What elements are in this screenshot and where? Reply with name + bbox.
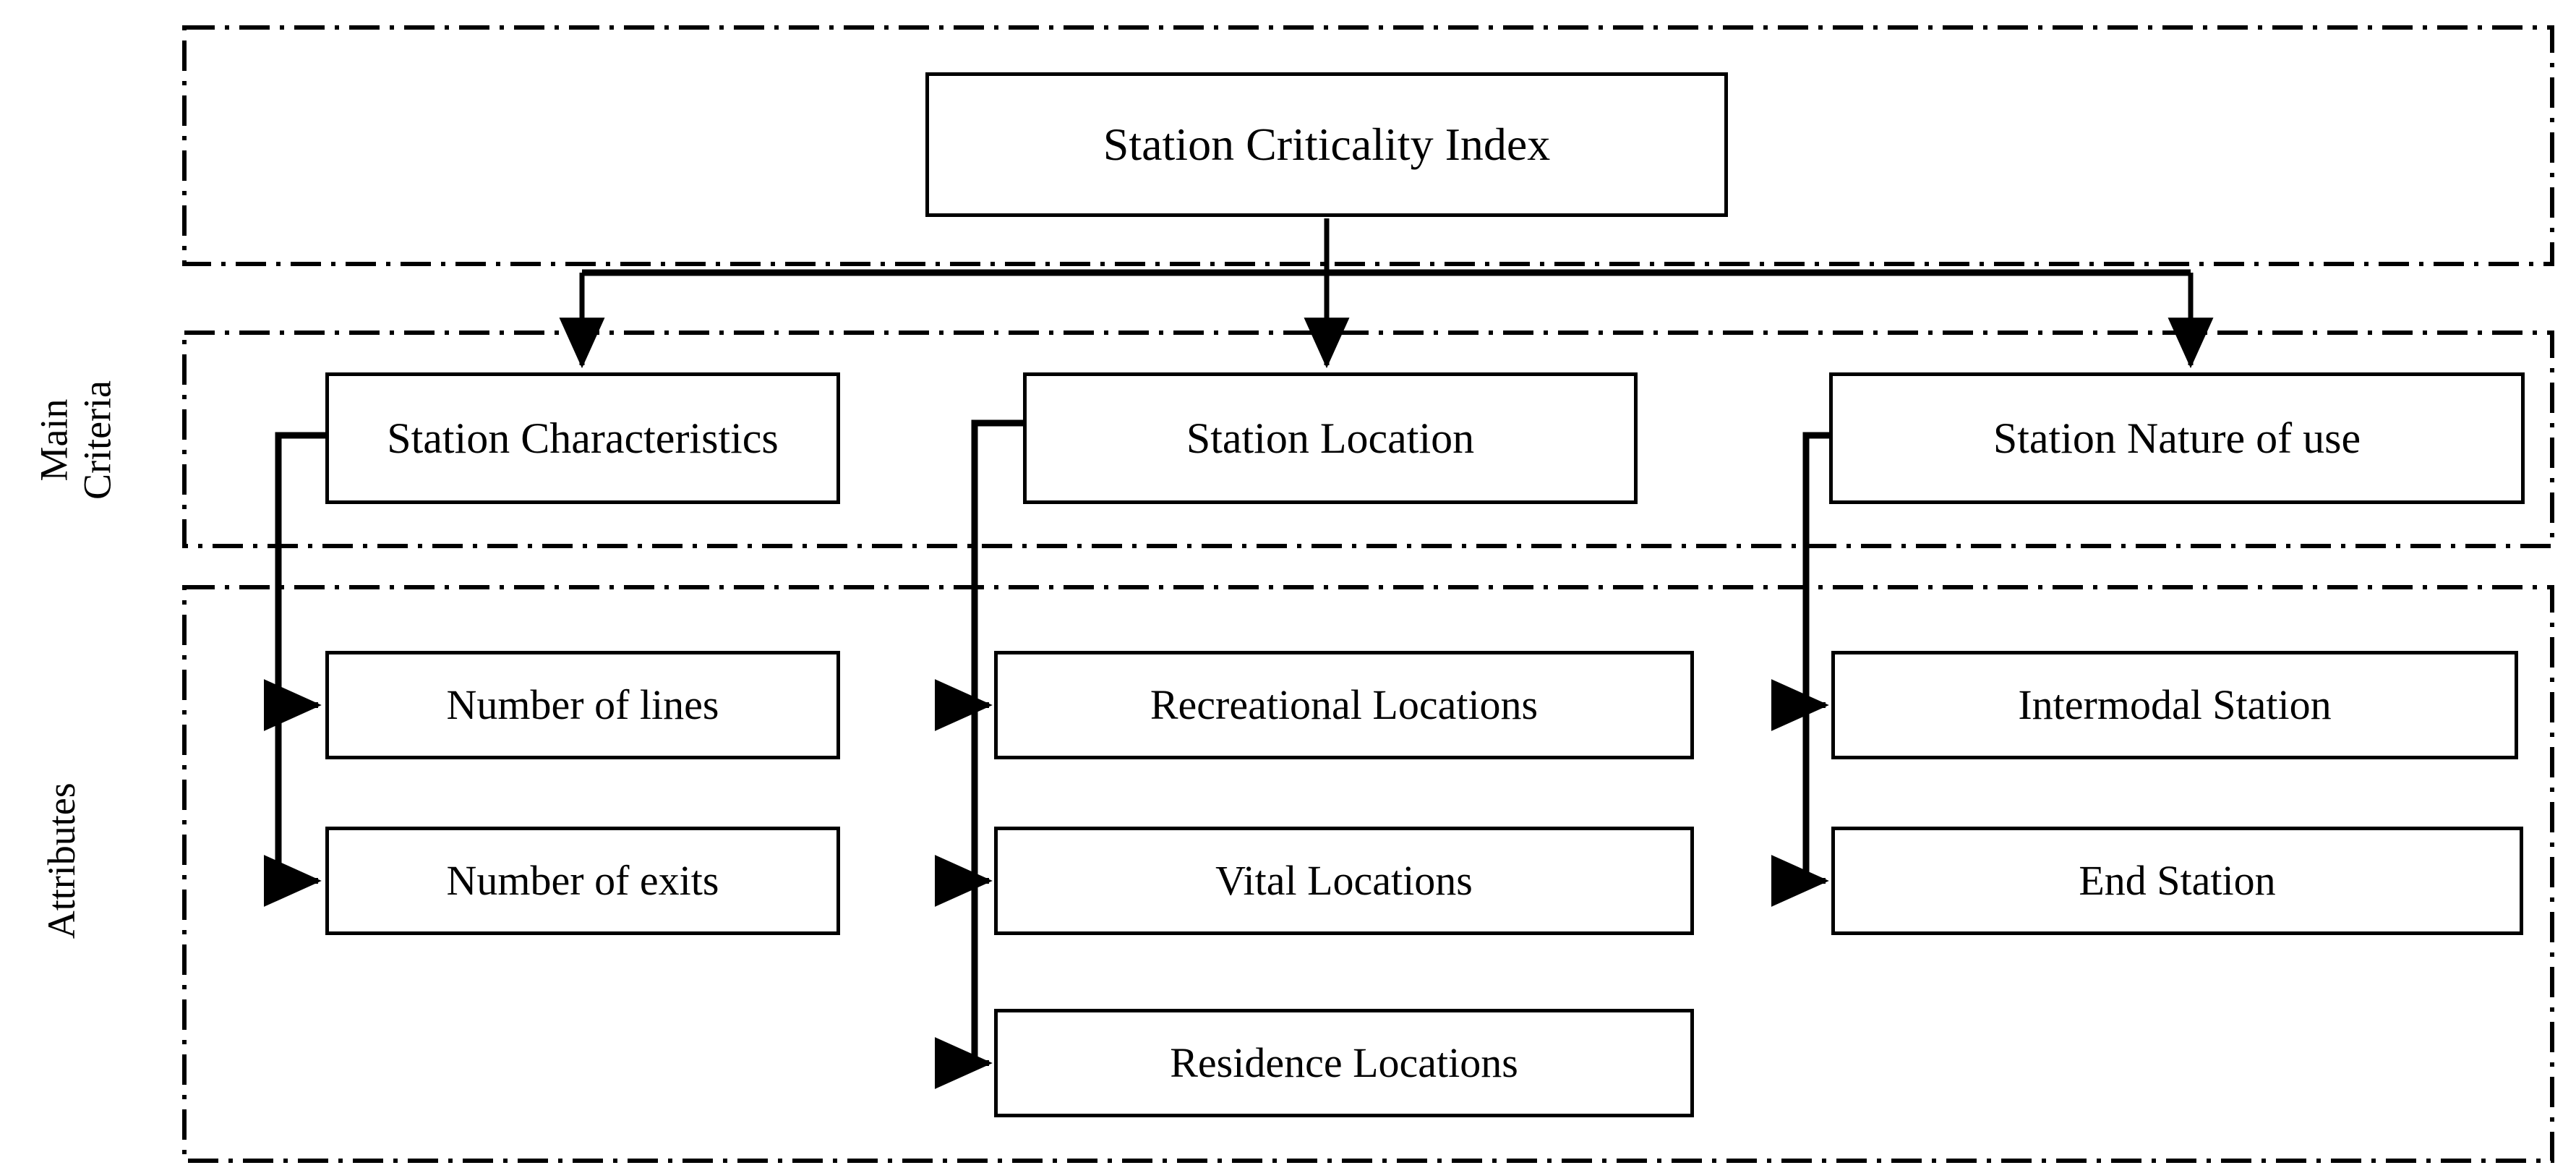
node-label: Station Location xyxy=(1186,414,1475,462)
row-label-main-criteria: Main Criteria xyxy=(32,380,119,500)
node-number-of-lines[interactable]: Number of lines xyxy=(325,651,840,759)
node-label: Residence Locations xyxy=(1170,1038,1518,1086)
node-intermodal-station[interactable]: Intermodal Station xyxy=(1831,651,2518,759)
node-label: Number of lines xyxy=(446,681,719,728)
node-station-criticality-index[interactable]: Station Criticality Index xyxy=(925,72,1728,217)
node-label: Number of exits xyxy=(446,856,719,904)
node-label: Station Nature of use xyxy=(1993,414,2361,462)
node-number-of-exits[interactable]: Number of exits xyxy=(325,827,840,935)
node-label: Intermodal Station xyxy=(2018,681,2332,728)
node-label: Station Criticality Index xyxy=(1103,119,1551,171)
node-residence-locations[interactable]: Residence Locations xyxy=(994,1009,1694,1117)
node-station-location[interactable]: Station Location xyxy=(1023,372,1638,504)
node-label: Vital Locations xyxy=(1215,856,1473,904)
node-label: Station Characteristics xyxy=(387,414,779,462)
node-station-characteristics[interactable]: Station Characteristics xyxy=(325,372,840,504)
connector-spine-station-characteristics xyxy=(275,432,327,881)
node-label: End Station xyxy=(2079,856,2276,904)
node-station-nature-of-use[interactable]: Station Nature of use xyxy=(1829,372,2525,504)
node-vital-locations[interactable]: Vital Locations xyxy=(994,827,1694,935)
node-label: Recreational Locations xyxy=(1150,681,1539,728)
row-label-attributes: Attributes xyxy=(39,782,83,939)
node-recreational-locations[interactable]: Recreational Locations xyxy=(994,651,1694,759)
node-end-station[interactable]: End Station xyxy=(1831,827,2523,935)
